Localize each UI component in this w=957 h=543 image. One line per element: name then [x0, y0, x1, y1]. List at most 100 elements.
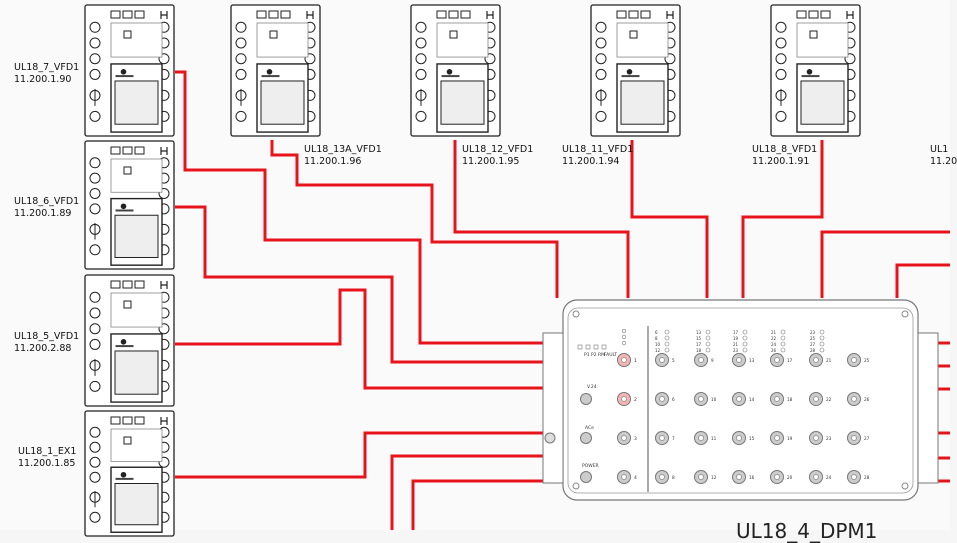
connector-port: [235, 110, 247, 122]
port-number: 13: [749, 358, 755, 363]
status-led: [629, 30, 638, 39]
port-number: 2: [634, 397, 637, 403]
vfd-modules: [84, 4, 861, 537]
connector-port: [89, 21, 101, 33]
port-number: 11: [711, 436, 717, 441]
led: [819, 341, 825, 347]
led-label: 15: [696, 336, 702, 341]
connector-port: [89, 441, 101, 453]
vfd-module: [84, 4, 175, 137]
vfd-name: UL18_1_EX1: [18, 446, 77, 457]
led-label: 8: [655, 336, 658, 341]
connector-port: [89, 471, 101, 483]
led: [664, 335, 670, 341]
led-label: 27: [810, 342, 816, 347]
brand-bar: [441, 75, 460, 78]
connector-port: [595, 53, 607, 65]
brand-bar: [115, 477, 134, 480]
led: [780, 341, 786, 347]
port-number: 10: [711, 397, 717, 402]
led: [705, 347, 711, 353]
ground-lug: [544, 432, 556, 444]
connector-port: [775, 110, 787, 122]
port-number: 25: [864, 358, 870, 363]
connector-port: [89, 187, 101, 199]
header-icon: [808, 10, 819, 19]
dpm-left-flange: [542, 332, 564, 484]
header-icon: [628, 10, 639, 19]
vfd-module: [410, 4, 501, 137]
vfd-ip: 11.200.1.95: [462, 156, 520, 167]
mount-hole: [572, 482, 580, 490]
connector-port: [89, 110, 101, 122]
port-number: 20: [787, 475, 793, 480]
header-icon: [160, 281, 168, 289]
drive-cover: [114, 214, 159, 258]
connector-port: [89, 338, 101, 350]
connector-port: [415, 53, 427, 65]
led-label: 13: [696, 330, 702, 335]
port-number: 22: [826, 397, 832, 402]
led-label: 23: [733, 348, 739, 353]
dpm-port-pin: [659, 396, 665, 402]
vfd-module: [84, 274, 175, 407]
brand-bar: [801, 75, 820, 78]
led: [742, 335, 748, 341]
connector-port: [89, 323, 101, 335]
header-icon: [134, 280, 145, 289]
header-icon: [846, 11, 854, 19]
status-panel: [110, 428, 163, 462]
mount-hole: [901, 482, 909, 490]
dpm-port-pin: [736, 357, 742, 363]
vfd-name: UL18_8_VFD1: [752, 144, 818, 155]
wire: [390, 454, 555, 530]
brand-bar: [261, 75, 280, 78]
port-number: 4: [634, 475, 637, 481]
header-icon: [616, 10, 627, 19]
connector-port: [89, 291, 101, 303]
brand-logo: [120, 471, 127, 478]
vfd-ip: 11.200.1.89: [14, 208, 72, 219]
status-led: [123, 30, 132, 39]
vfd-name: UL18_12_VFD1: [462, 144, 534, 155]
status-led: [123, 166, 132, 175]
port-number: 12: [711, 475, 717, 480]
dpm-port-pin: [736, 396, 742, 402]
brand-bar: [115, 345, 134, 348]
dpm-port-pin: [621, 396, 627, 402]
brand-logo: [120, 203, 127, 210]
port-number: 5: [672, 358, 675, 363]
connector-port: [595, 37, 607, 49]
wire: [453, 140, 630, 298]
header-icon: [122, 280, 133, 289]
led: [742, 341, 748, 347]
header-icon: [122, 416, 133, 425]
connector-port: [89, 426, 101, 438]
port-number: 24: [826, 475, 832, 480]
indicator-led: [577, 344, 583, 350]
led: [780, 329, 786, 335]
header-icon: [110, 146, 121, 155]
status-panel: [436, 22, 489, 58]
header-icon: [280, 10, 291, 19]
connector-port: [775, 21, 787, 33]
dpm-port-pin: [851, 435, 857, 441]
brand-logo: [626, 69, 633, 75]
led-label: 6: [655, 330, 658, 335]
aux-port: [580, 432, 592, 444]
dpm-port-pin: [774, 357, 780, 363]
vfd-ip: 11.200.1.91: [752, 156, 810, 167]
indicator-label: FAULT: [604, 352, 617, 358]
connector-port: [235, 53, 247, 65]
status-led: [269, 30, 278, 39]
led-label: 10: [655, 342, 661, 347]
dpm-port-pin: [813, 435, 819, 441]
status-panel: [616, 22, 669, 58]
connector-port: [415, 110, 427, 122]
